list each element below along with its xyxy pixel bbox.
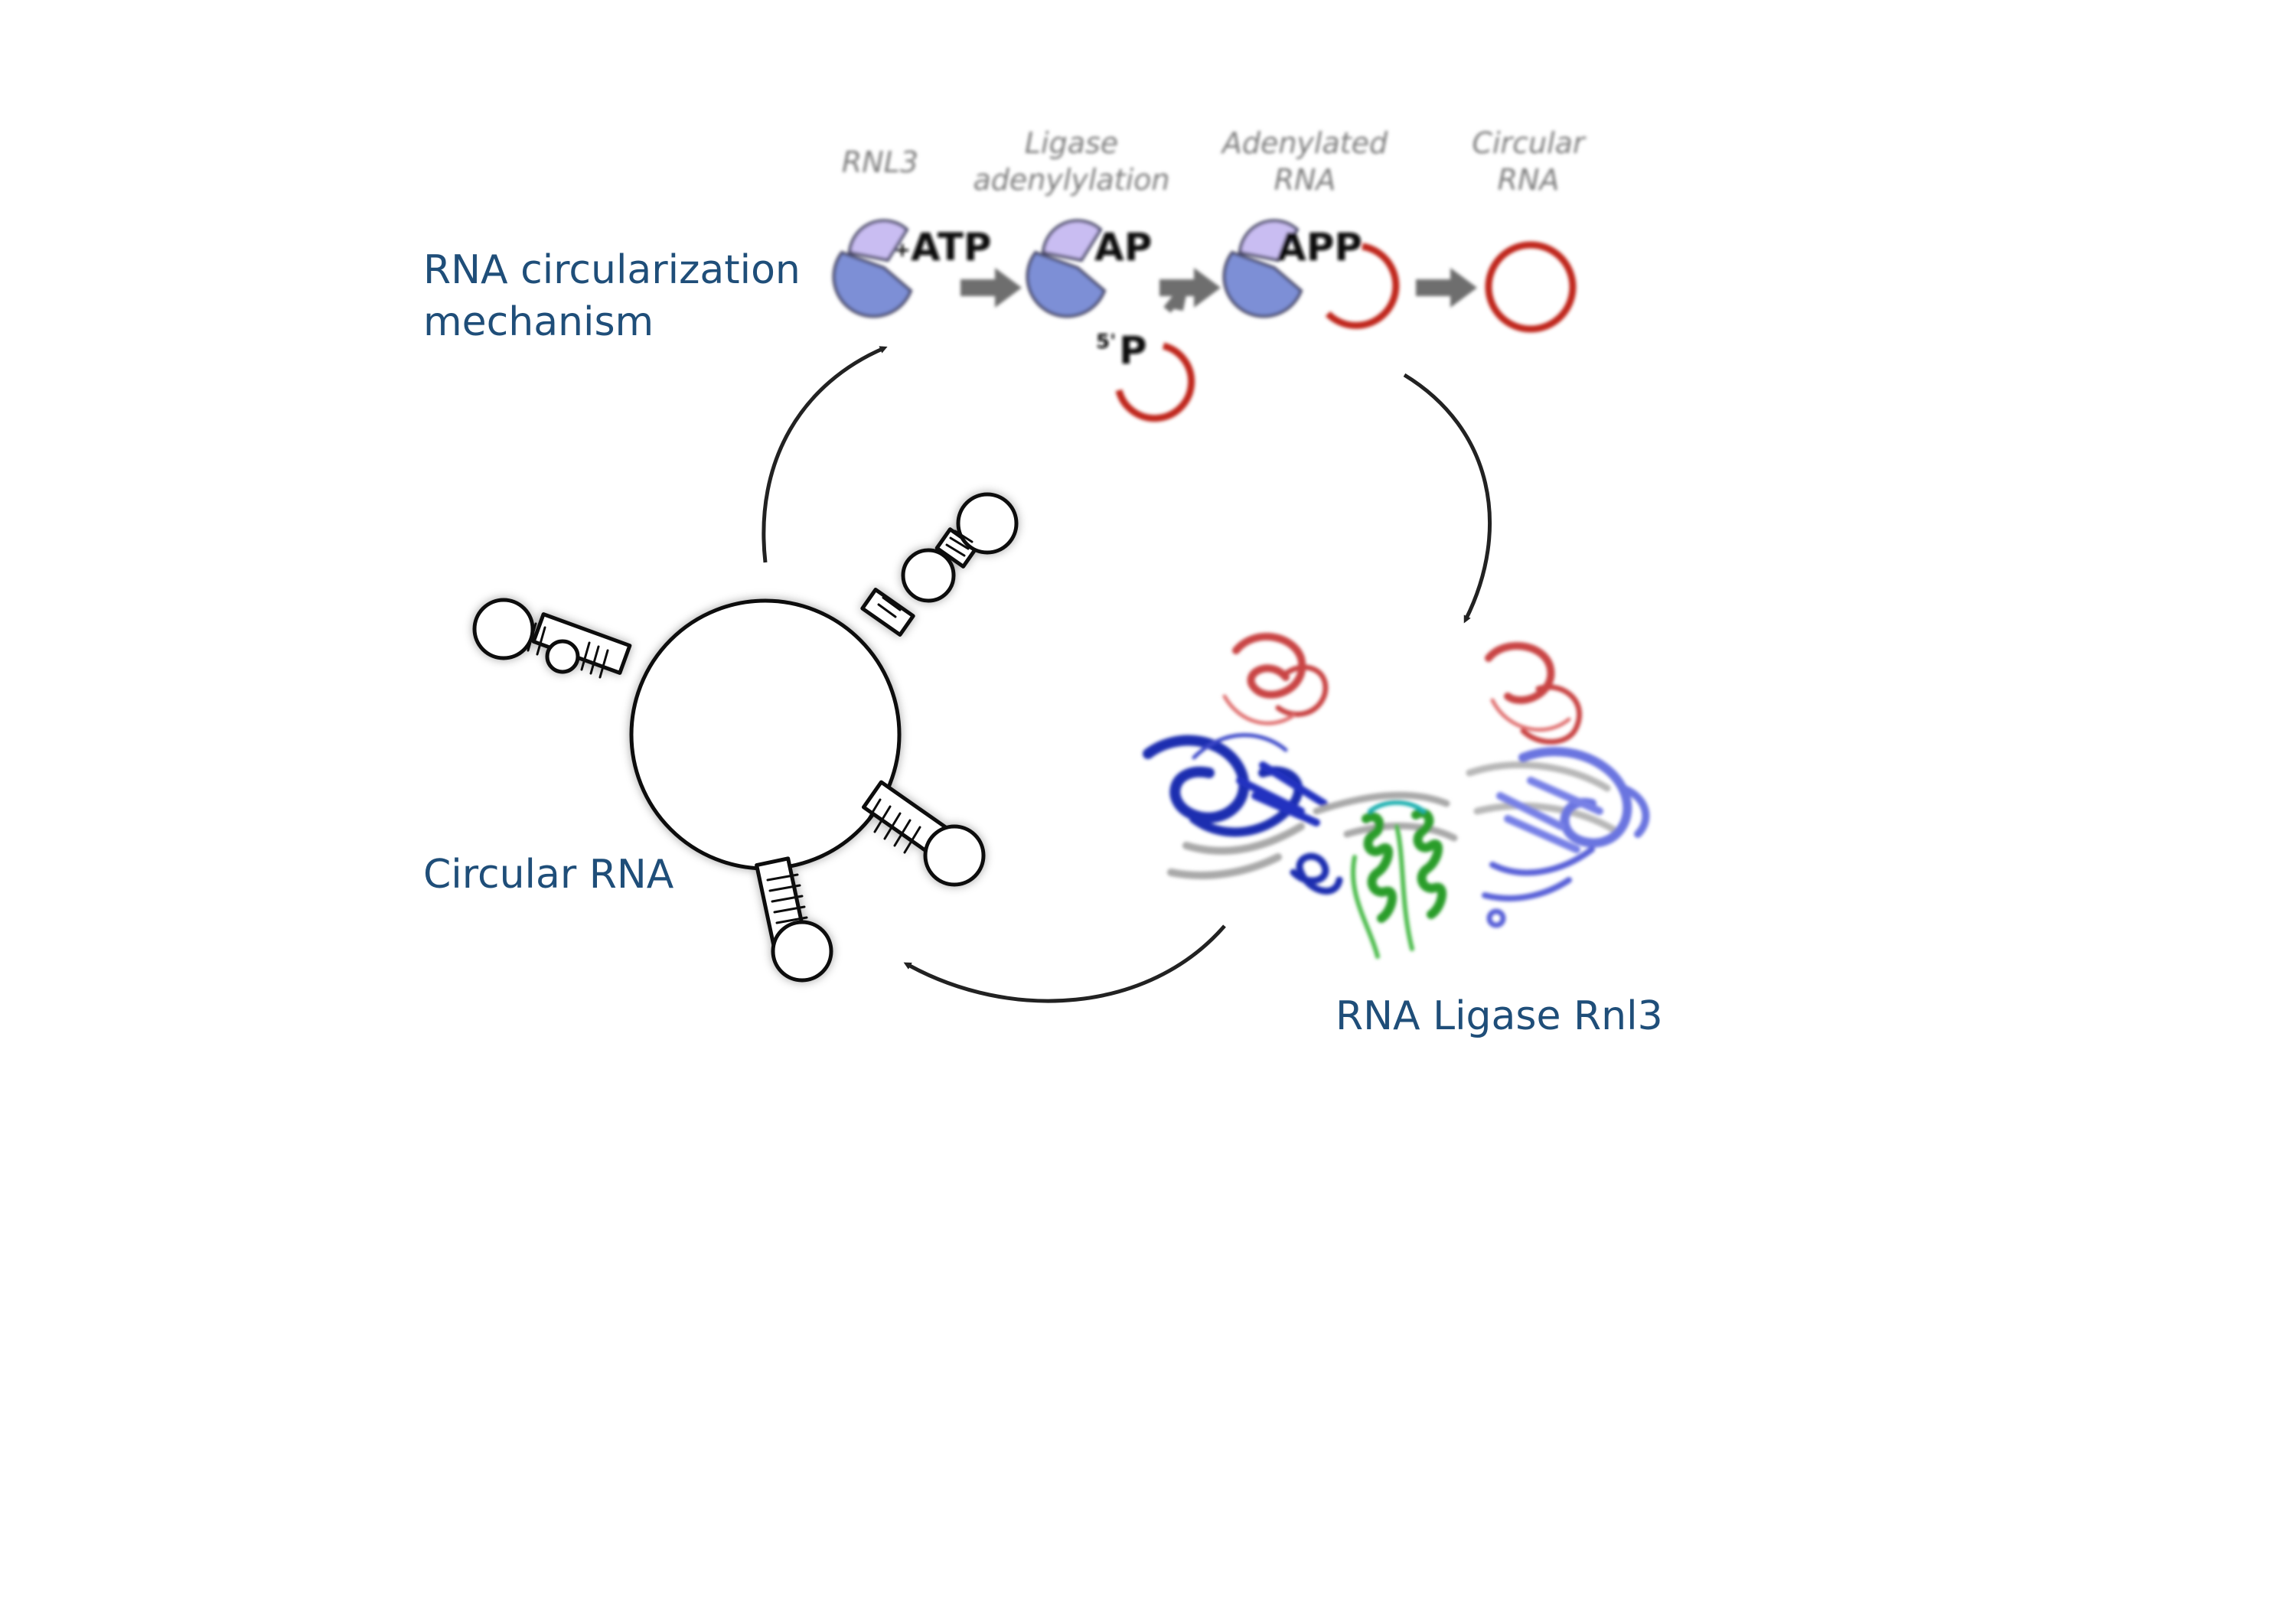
step-label-circular-2: RNA xyxy=(1498,163,1560,197)
stem-loop-circle-rna xyxy=(472,492,1019,983)
stem-loop xyxy=(472,598,632,679)
step-label-circular-1: Circular xyxy=(1472,126,1587,160)
enzyme-icon xyxy=(832,219,913,318)
mechanism-strip: RNL3 Ligase adenylylation Adenylated RNA… xyxy=(832,126,1587,422)
cycle-arrow-down xyxy=(1403,373,1492,624)
arrow-icon xyxy=(960,268,1022,308)
phosphate-label: P xyxy=(1119,328,1147,373)
stem-loop xyxy=(755,856,833,983)
central-loop xyxy=(629,598,902,871)
ap-label: AP xyxy=(1094,225,1152,269)
step-label-adenylated-2: RNA xyxy=(1274,163,1336,197)
mechanism-title-line2: mechanism xyxy=(423,299,654,345)
cycle-arrow-left xyxy=(903,924,1226,1003)
step-label-ligase-2: adenylylation xyxy=(973,163,1169,197)
plus-sign: + xyxy=(894,239,911,262)
step-label-ligase-1: Ligase xyxy=(1025,126,1118,160)
atp-label: ATP xyxy=(911,225,992,269)
open-ring-rna-icon xyxy=(1115,342,1195,422)
mechanism-title-line1: RNA circularization xyxy=(423,247,801,293)
cycle-arrow-up xyxy=(762,346,888,563)
stem-loop xyxy=(860,492,1019,637)
stem-loop xyxy=(861,780,986,887)
arrow-icon xyxy=(1159,268,1221,313)
closed-ring-rna-icon xyxy=(1485,241,1577,333)
step-label-adenylated-1: Adenylated xyxy=(1220,126,1388,160)
enzyme-icon xyxy=(1222,219,1303,318)
circular-rna-label: Circular RNA xyxy=(423,852,674,898)
open-ring-rna-icon xyxy=(1325,243,1400,329)
arrow-icon xyxy=(1416,268,1477,308)
step-label-rnl3: RNL3 xyxy=(842,145,918,179)
app-label: APP xyxy=(1277,225,1362,269)
five-prime-label: 5' xyxy=(1096,331,1116,354)
ligase-label: RNA Ligase Rnl3 xyxy=(1336,993,1663,1039)
ribbon-protein-structure xyxy=(1143,632,1650,959)
enzyme-icon xyxy=(1026,219,1107,318)
